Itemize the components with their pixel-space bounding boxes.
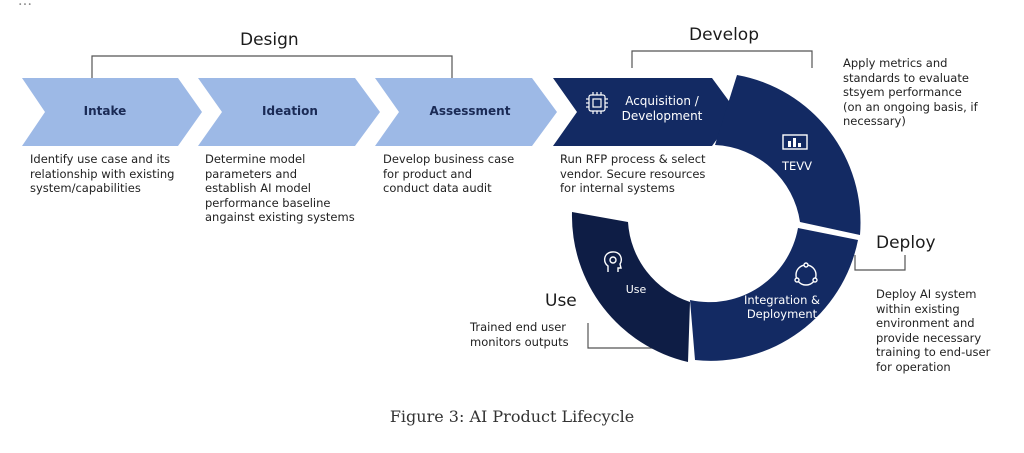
stage-assessment-label: Assessment — [429, 104, 511, 118]
stage-acquisition-label: Acquisition / Development — [621, 94, 703, 123]
phase-use-label: Use — [545, 291, 577, 311]
use-segment — [571, 212, 690, 362]
integration-segment — [690, 228, 858, 361]
intake-chevron — [22, 78, 202, 146]
stage-intake-label: Intake — [83, 104, 127, 118]
assessment-description: Develop business case for product and co… — [383, 152, 515, 195]
stage-integration-label: Integration & Deployment — [744, 293, 820, 321]
ideation-description: Determine model parameters and establish… — [205, 152, 355, 224]
phase-develop-label: Develop — [689, 25, 759, 45]
use-bracket — [587, 323, 660, 349]
phase-deploy-label: Deploy — [876, 233, 936, 253]
tevv-description: Apply metrics and standards to evaluate … — [843, 56, 978, 128]
chip-icon — [586, 92, 608, 114]
tevv-segment — [715, 75, 861, 235]
stage-tevv-label: TEVV — [781, 159, 813, 173]
develop-bracket — [631, 50, 813, 68]
deploy-bracket — [854, 255, 906, 271]
intake-description: Identify use case and its relationship w… — [30, 152, 175, 195]
top-cut-text: ... — [18, 0, 32, 9]
stage-use-label: Use — [625, 283, 647, 296]
integration-description: Deploy AI system within existing environ… — [876, 287, 991, 374]
stage-ideation-label: Ideation — [262, 104, 318, 118]
figure-caption: Figure 3: AI Product Lifecycle — [389, 407, 635, 426]
use-description: Trained end user monitors outputs — [470, 320, 569, 349]
phase-design-label: Design — [240, 30, 299, 50]
cycle-icon — [794, 262, 818, 286]
assessment-chevron — [375, 78, 557, 146]
head-icon — [603, 251, 622, 272]
ideation-chevron — [198, 78, 380, 146]
acquisition-description: Run RFP process & select vendor. Secure … — [560, 152, 706, 195]
design-bracket — [91, 55, 453, 78]
chart-icon — [782, 134, 808, 150]
